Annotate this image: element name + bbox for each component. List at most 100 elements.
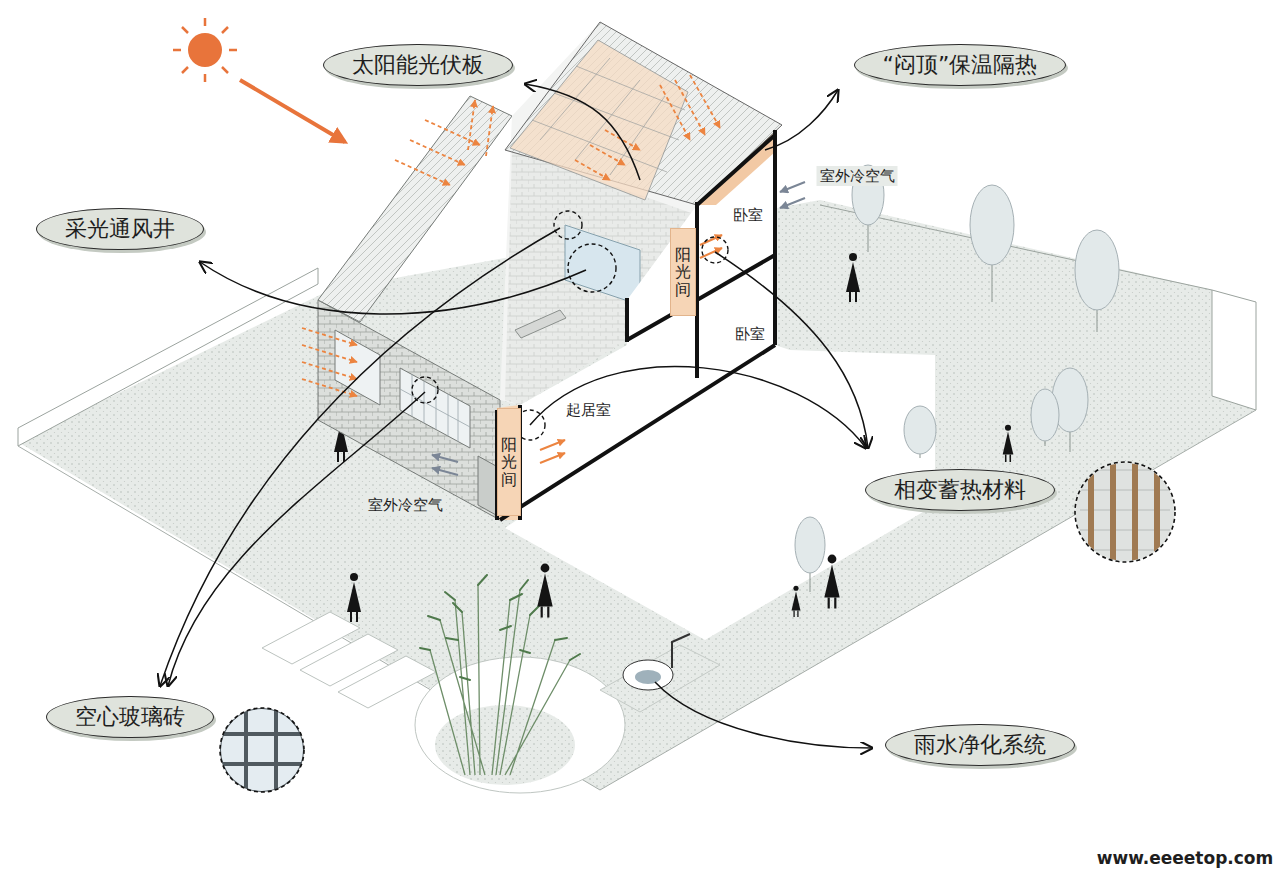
- sun-rays: [575, 160, 610, 180]
- cold-air-arrows: [780, 182, 805, 192]
- heat-arrows: [540, 453, 565, 463]
- sunspace-strip: 阳光间: [497, 408, 521, 516]
- glass-brick-inset: [278, 736, 304, 762]
- callout-text: 雨水净化系统: [914, 732, 1046, 758]
- house: [318, 300, 500, 520]
- trees: [1031, 389, 1059, 441]
- detail-circles: [702, 237, 728, 263]
- sun-rays: [302, 362, 357, 379]
- phase-change-inset: [1074, 460, 1176, 564]
- glass-brick-inset: [218, 706, 304, 792]
- sun-rays: [302, 328, 357, 345]
- site-ground: [18, 268, 318, 446]
- house: [565, 225, 640, 305]
- cold-air-arrows: [432, 182, 805, 475]
- people: [1003, 425, 1014, 462]
- air-label: 室外冷空气: [817, 166, 898, 186]
- leader-lines: [525, 84, 640, 180]
- people: [846, 253, 860, 302]
- detail-circles: [568, 244, 616, 292]
- sun-rays: [468, 100, 475, 150]
- bamboo-planter: [415, 575, 625, 793]
- glass-brick-inset: [218, 706, 304, 792]
- glass-brick-inset: [248, 766, 274, 792]
- rainwater-well: [623, 660, 673, 690]
- sun-icon: [173, 18, 237, 82]
- detail-circles: [412, 377, 438, 403]
- sun-rays: [590, 145, 625, 165]
- sunspace-strip: 阳光间: [670, 228, 696, 316]
- people: [824, 555, 839, 609]
- phase-change-inset: [1074, 460, 1176, 564]
- house: [532, 58, 685, 175]
- sun-rays: [660, 85, 690, 140]
- callout-pill: “闷顶”保温隔热: [854, 44, 1067, 86]
- leader-lines: [655, 682, 872, 748]
- sun-icon: [173, 18, 345, 142]
- house: [478, 456, 496, 515]
- callout-pill: 太阳能光伏板: [323, 44, 513, 86]
- rainwater-well: [600, 645, 720, 712]
- house: [515, 310, 566, 338]
- cold-air-arrows: [432, 468, 458, 475]
- sun-rays: [690, 75, 720, 128]
- bamboo-planter: [415, 657, 625, 793]
- leader-lines: [765, 90, 838, 150]
- glass-brick-inset: [218, 706, 244, 732]
- callout-text: 相变蓄热材料: [894, 477, 1026, 503]
- room-label: 阳光间: [675, 246, 691, 299]
- rainwater-well: [635, 670, 661, 684]
- sun-icon: [240, 80, 345, 142]
- house: [497, 130, 775, 520]
- trees: [1075, 230, 1119, 310]
- sun-rays: [395, 160, 450, 185]
- phase-change-inset: [1154, 460, 1160, 564]
- cold-air-arrows: [432, 455, 458, 462]
- callout-pill: 雨水净化系统: [885, 724, 1075, 766]
- heat-arrows: [700, 235, 722, 245]
- callout-text: 采光通风井: [65, 216, 175, 242]
- callout-pill: 空心玻璃砖: [46, 696, 214, 738]
- site-ground: [18, 410, 1256, 790]
- room-label: 起居室: [563, 400, 614, 420]
- watermark: www.eeeetop.com: [1094, 847, 1277, 869]
- detail-circles: [554, 211, 582, 239]
- callout-text: 太阳能光伏板: [352, 52, 484, 78]
- room-label: 阳光间: [501, 436, 517, 489]
- site-ground: [1212, 290, 1256, 410]
- rainwater-well: [672, 634, 690, 668]
- house: [510, 40, 688, 200]
- house: [497, 405, 520, 520]
- house: [318, 22, 782, 520]
- heat-arrows: [540, 440, 565, 450]
- glass-brick-inset: [278, 706, 304, 732]
- glass-brick-inset: [220, 708, 304, 792]
- trees: [904, 406, 936, 454]
- house: [400, 368, 470, 448]
- house: [505, 22, 782, 205]
- bamboo-planter: [420, 575, 580, 680]
- rainwater-well: [600, 634, 720, 712]
- house: [318, 96, 512, 322]
- callout-text: “闷顶”保温隔热: [883, 52, 1038, 78]
- air-label: 室外冷空气: [365, 495, 446, 515]
- trees: [970, 185, 1014, 265]
- callout-text: 空心玻璃砖: [75, 704, 185, 730]
- site-ground: [338, 656, 436, 708]
- callout-pill: 采光通风井: [36, 208, 204, 250]
- heat-arrows: [700, 248, 722, 258]
- phase-change-inset: [1132, 460, 1138, 564]
- callout-pill: 相变蓄热材料: [865, 469, 1055, 511]
- sun-rays: [302, 75, 720, 396]
- glass-brick-inset: [278, 766, 304, 792]
- leader-lines: [530, 366, 866, 448]
- phase-change-inset: [1074, 460, 1176, 564]
- detail-circles: [412, 211, 728, 440]
- people: [347, 573, 361, 622]
- room-label: 卧室: [730, 205, 766, 225]
- cold-air-arrows: [780, 198, 805, 208]
- sun-rays: [675, 80, 705, 135]
- leader-lines: [160, 84, 872, 748]
